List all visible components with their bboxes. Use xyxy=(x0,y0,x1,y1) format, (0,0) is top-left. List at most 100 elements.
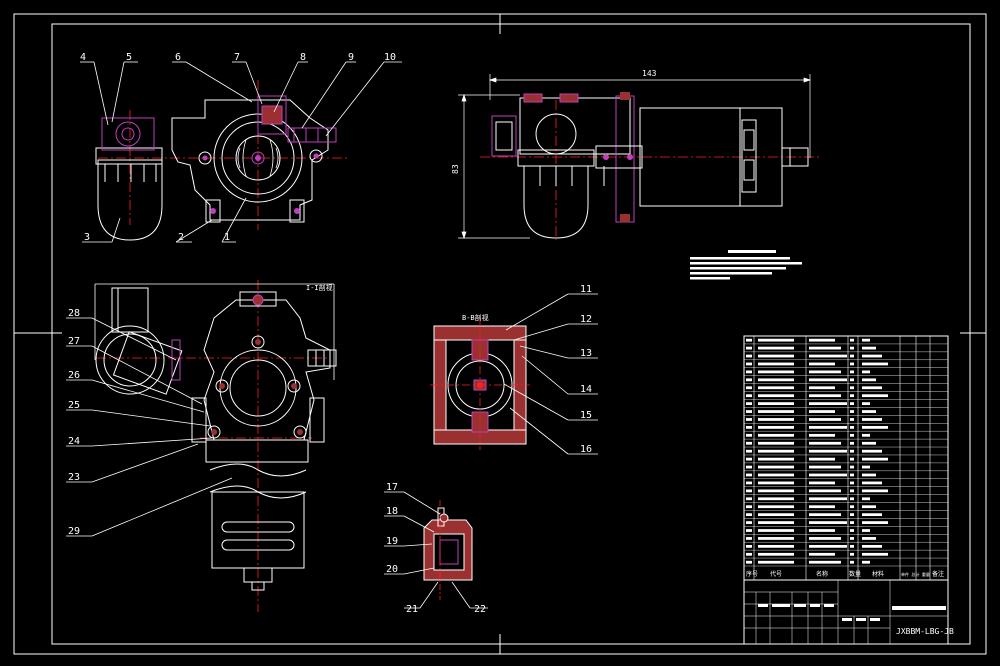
bom-cell-glyph xyxy=(746,346,752,350)
bom-cell-glyph xyxy=(809,529,835,532)
bom-cell-glyph xyxy=(809,386,835,390)
bom-cell-glyph xyxy=(746,544,752,548)
callout-5: 5 xyxy=(126,52,132,63)
reservoir-cap xyxy=(95,147,163,165)
bom-cell-glyph xyxy=(850,560,854,564)
bom-cell-glyph xyxy=(758,473,794,477)
bom-cell-glyph xyxy=(850,465,854,469)
bom-cell-glyph xyxy=(809,410,835,413)
side-reservoir-bowl xyxy=(523,165,589,239)
callout-13: 13 xyxy=(580,348,592,359)
side-view[interactable]: 143 83 xyxy=(451,69,820,240)
mount-bolt-right xyxy=(309,149,323,163)
inlet-connector xyxy=(101,117,155,151)
bom-cell-glyph xyxy=(758,426,794,429)
bom-cell-glyph xyxy=(746,370,752,374)
bom-cell-glyph xyxy=(850,505,854,509)
dimension-length-label: 143 xyxy=(642,69,657,78)
bom-cell-glyph xyxy=(862,449,882,453)
title-block[interactable]: JXBBM-LBG-JB xyxy=(743,579,954,645)
callout-18: 18 xyxy=(386,506,398,517)
bom-cell-glyph xyxy=(746,386,752,390)
bom-rows xyxy=(744,335,948,581)
bom-cell-glyph xyxy=(862,513,882,517)
reservoir-bowl xyxy=(97,159,163,241)
front-view[interactable]: 4 5 6 7 8 9 10 3 2 1 xyxy=(80,52,402,243)
bom-cell-glyph xyxy=(809,426,847,429)
bom-cell-glyph xyxy=(850,449,854,453)
bom-cell-glyph xyxy=(850,386,854,390)
callout-15: 15 xyxy=(580,410,592,421)
bom-cell-glyph xyxy=(862,560,870,564)
bom-cell-glyph xyxy=(862,346,876,350)
bom-cell-glyph xyxy=(758,410,794,413)
bom-cell-glyph xyxy=(758,497,794,501)
bom-cell-glyph xyxy=(758,465,794,469)
bom-cell-glyph xyxy=(850,473,854,477)
bom-cell-glyph xyxy=(862,481,882,485)
callout-19: 19 xyxy=(386,536,398,547)
bom-cell-glyph xyxy=(758,449,794,453)
outlet-nozzle xyxy=(287,127,337,143)
side-view-centerline xyxy=(480,100,820,240)
bom-cell-glyph xyxy=(862,402,870,405)
bom-cell-glyph xyxy=(809,378,847,382)
bom-cell-glyph xyxy=(862,378,876,382)
bom-cell-glyph xyxy=(862,473,876,477)
callout-3: 3 xyxy=(84,232,90,243)
bom-cell-glyph xyxy=(758,394,794,398)
bom-cell-glyph xyxy=(850,394,854,398)
bottom-view[interactable]: I-I剖视 xyxy=(66,280,337,612)
detail-view-leaders xyxy=(384,491,488,609)
bom-row-text xyxy=(746,338,888,564)
bom-cell-glyph xyxy=(862,489,888,493)
bom-cell-glyph xyxy=(746,338,752,342)
callout-16: 16 xyxy=(580,444,592,455)
bom-cell-glyph xyxy=(758,529,794,532)
section-view[interactable]: B-B剖视 11 12 13 14 15 16 xyxy=(430,284,598,455)
bom-cell-glyph xyxy=(862,457,888,461)
bom-cell-glyph xyxy=(746,560,752,564)
bom-cell-glyph xyxy=(746,481,752,485)
bom-cell-glyph xyxy=(746,426,752,429)
bom-cell-glyph xyxy=(850,426,854,429)
bom-cell-glyph xyxy=(862,410,876,413)
dimension-height-label: 83 xyxy=(451,164,460,174)
bom-header: 序号 代号 名称 数量 材料 单件 总计 重量 备注 xyxy=(746,570,944,578)
bill-of-materials[interactable]: 序号 代号 名称 数量 材料 单件 总计 重量 备注 xyxy=(743,335,949,581)
bom-header-seq: 序号 xyxy=(746,570,758,578)
bom-cell-glyph xyxy=(850,346,854,350)
dimension-length xyxy=(488,74,812,158)
bom-cell-glyph xyxy=(850,418,854,421)
bom-cell-glyph xyxy=(746,457,752,461)
bom-cell-glyph xyxy=(809,497,847,501)
bom-cell-glyph xyxy=(850,433,854,437)
bom-cell-glyph xyxy=(809,521,847,524)
bom-cell-glyph xyxy=(850,521,854,524)
bom-cell-glyph xyxy=(746,552,752,556)
bom-header-name: 名称 xyxy=(816,570,828,578)
sheet-inner-border xyxy=(51,23,971,645)
callout-12: 12 xyxy=(580,314,592,325)
callout-2: 2 xyxy=(178,232,184,243)
bom-cell-glyph xyxy=(746,433,752,437)
dimension-height xyxy=(458,93,530,240)
bom-cell-glyph xyxy=(809,465,841,469)
bom-cell-glyph xyxy=(850,370,854,374)
impeller xyxy=(235,135,281,181)
bom-cell-glyph xyxy=(862,505,876,509)
bom-cell-glyph xyxy=(850,338,854,342)
detail-view[interactable]: 17 18 19 20 21 22 xyxy=(384,482,488,615)
bom-cell-glyph xyxy=(850,457,854,461)
bom-cell-glyph xyxy=(862,552,888,556)
bom-grid xyxy=(753,336,931,580)
bom-cell-glyph xyxy=(809,481,835,485)
bom-cell-glyph xyxy=(746,402,752,405)
bom-cell-glyph xyxy=(809,418,841,421)
bom-cell-glyph xyxy=(862,497,870,501)
callout-7: 7 xyxy=(234,52,240,63)
callout-24: 24 xyxy=(68,436,80,447)
bom-cell-glyph xyxy=(746,362,752,366)
bom-cell-glyph xyxy=(746,489,752,493)
